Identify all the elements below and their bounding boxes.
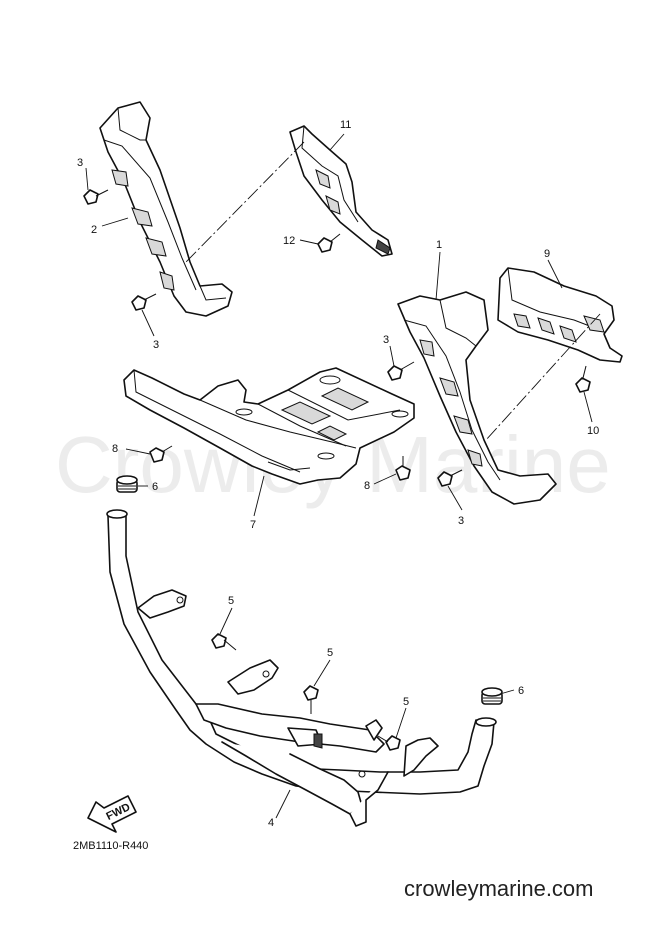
bolt[interactable] (131, 293, 157, 311)
right-upper-guard[interactable] (497, 267, 623, 363)
callout-6: 6 (518, 685, 524, 697)
callout-4: 4 (268, 817, 274, 829)
site-link[interactable]: crowleymarine.com (404, 876, 594, 901)
callout-5: 5 (228, 595, 234, 607)
callout-8: 8 (364, 480, 370, 492)
callout-6: 6 (152, 481, 158, 493)
flange-bolt[interactable] (395, 456, 411, 481)
callout-10: 10 (587, 425, 599, 437)
callout-8: 8 (112, 443, 118, 455)
callout-3: 3 (383, 334, 389, 346)
callout-11: 11 (340, 119, 351, 131)
leader-lines (85, 133, 593, 819)
callout-5: 5 (403, 696, 409, 708)
callout-9: 9 (544, 248, 550, 260)
left-side-guard[interactable] (99, 101, 233, 317)
tube-plug[interactable] (481, 687, 503, 705)
callout-labels: 3 2 3 11 12 1 3 9 10 8 6 8 3 7 5 5 5 6 4 (77, 119, 599, 829)
callout-7: 7 (250, 519, 256, 531)
bolt[interactable] (83, 189, 109, 205)
skid-plate[interactable] (123, 367, 415, 485)
fwd-arrow-icon: FWD (87, 795, 137, 833)
callout-5: 5 (327, 647, 333, 659)
upper-small-guard[interactable] (289, 125, 393, 257)
bolt[interactable] (387, 361, 415, 381)
diagram-code: 2MB1110-R440 (73, 840, 149, 852)
callout-1: 1 (436, 239, 442, 251)
callout-3: 3 (153, 339, 159, 351)
right-side-guard[interactable] (397, 291, 557, 505)
tube-plug[interactable] (116, 475, 138, 493)
assembly-line (185, 141, 305, 263)
flange-bolt[interactable] (317, 233, 341, 253)
callout-12: 12 (283, 235, 295, 247)
callout-2: 2 (91, 224, 97, 236)
callout-3: 3 (458, 515, 464, 527)
flange-bolt[interactable] (149, 445, 173, 463)
bolt[interactable] (377, 735, 401, 751)
flange-bolt[interactable] (575, 365, 591, 393)
bolt[interactable] (437, 469, 463, 487)
bolt[interactable] (303, 685, 319, 714)
bolt[interactable] (211, 633, 237, 651)
callout-3: 3 (77, 157, 83, 169)
front-bumper[interactable] (106, 509, 497, 827)
assembly-line (485, 313, 601, 441)
